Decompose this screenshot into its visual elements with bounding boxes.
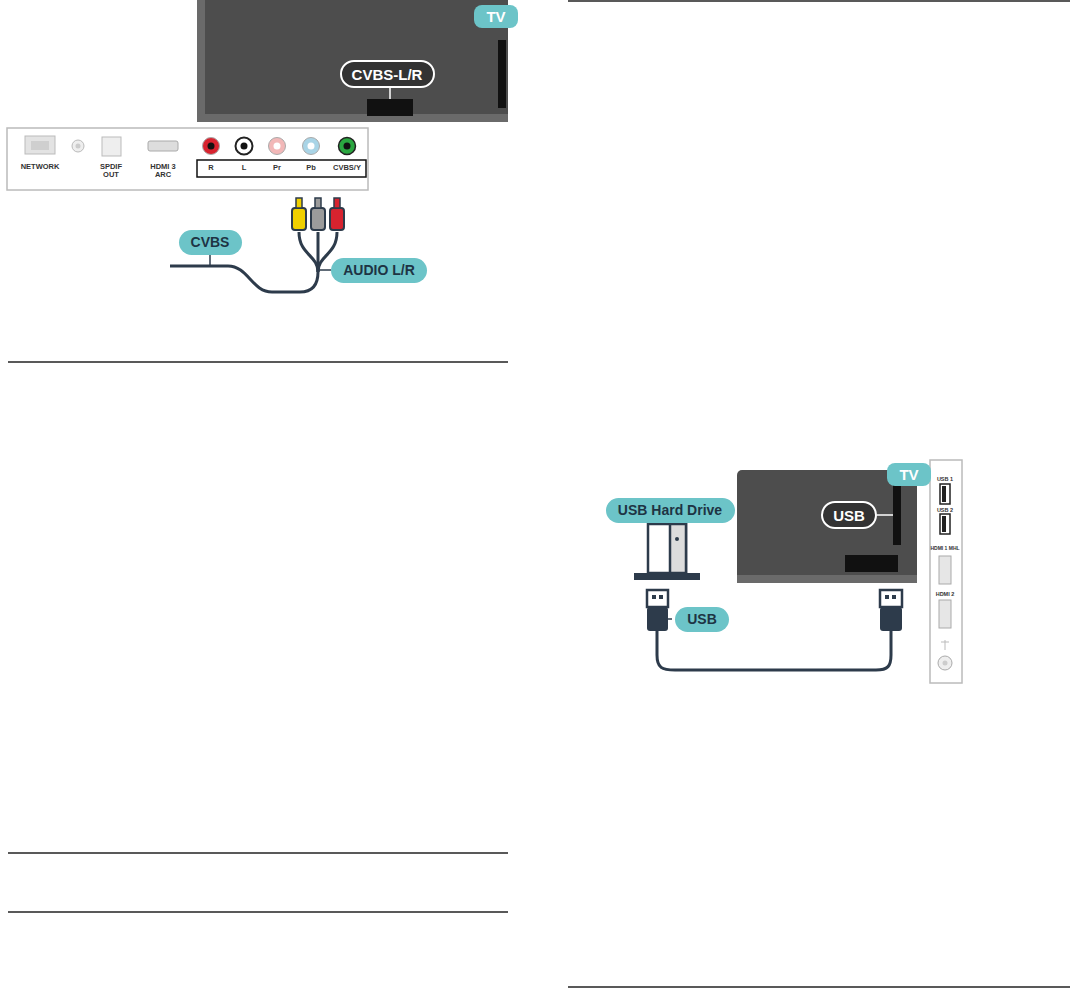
port-label: SPDIF OUT xyxy=(96,163,126,180)
port-label: NETWORK xyxy=(15,163,65,171)
callout-text: CVBS xyxy=(191,235,230,249)
side-panel xyxy=(930,460,962,683)
usb-cable xyxy=(647,590,902,670)
callout-text: USB xyxy=(833,508,865,523)
port-label: R xyxy=(204,164,218,172)
port-callout: USB xyxy=(821,501,877,529)
callout-text: TV xyxy=(899,467,918,482)
port-label: Pb xyxy=(303,164,319,172)
callout-text: AUDIO L/R xyxy=(343,263,415,277)
callout-text: TV xyxy=(486,9,505,24)
port-label: HDMI 2 xyxy=(930,591,960,597)
cable-callout: CVBS xyxy=(179,230,242,255)
callout-text: USB Hard Drive xyxy=(618,503,722,517)
callout-text: USB xyxy=(687,612,717,626)
tv-badge: TV xyxy=(887,463,931,486)
port-label: Pr xyxy=(269,164,285,172)
tv-badge: TV xyxy=(474,5,518,28)
port-label: L xyxy=(237,164,251,172)
connector-strip xyxy=(7,128,368,190)
cable-callout: USB xyxy=(675,607,729,632)
port-label: HDMI 3 ARC xyxy=(146,163,180,180)
usb-hard-drive xyxy=(634,524,700,580)
rca-plugs xyxy=(292,198,344,230)
callout-text: CVBS-L/R xyxy=(352,67,423,82)
cable-callout: AUDIO L/R xyxy=(331,258,427,283)
tv-body xyxy=(737,470,917,583)
port-callout: CVBS-L/R xyxy=(340,60,435,88)
port-label: USB 1 xyxy=(930,476,960,482)
port-label: USB 2 xyxy=(930,507,960,513)
tv-panel xyxy=(197,0,508,122)
device-callout: USB Hard Drive xyxy=(606,498,735,523)
port-label: CVBS/Y xyxy=(329,164,365,172)
page-rules xyxy=(8,1,1070,987)
rca-cable xyxy=(170,232,337,292)
port-label: HDMI 1 MHL xyxy=(930,546,961,552)
